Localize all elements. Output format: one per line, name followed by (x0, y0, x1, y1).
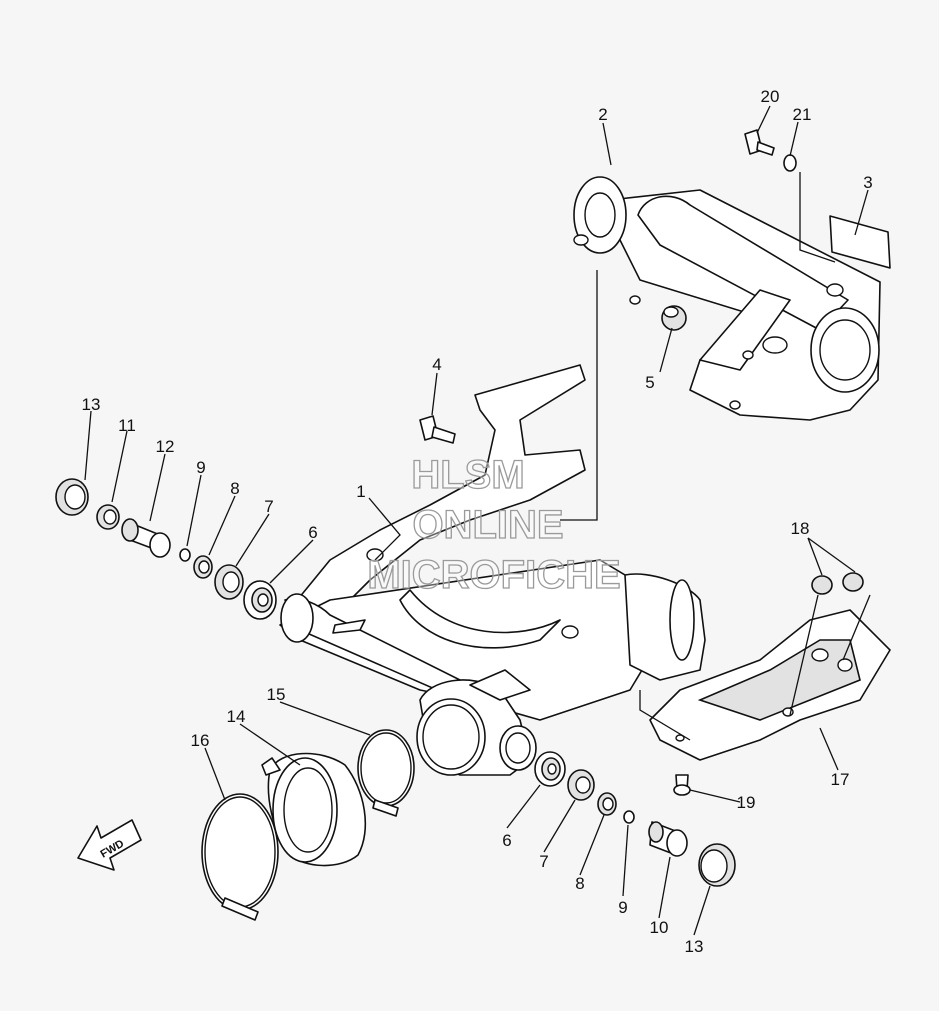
part-bearing-6-left[interactable] (243, 580, 277, 620)
callout-19[interactable]: 19 (737, 793, 756, 812)
callout-labels: 2 20 21 3 4 5 1 13 11 12 9 8 7 6 18 15 1… (82, 87, 873, 956)
part-bolt-4[interactable] (419, 415, 456, 444)
part-label-plate[interactable] (829, 215, 891, 269)
part-swing-arm[interactable] (279, 364, 706, 721)
callout-7-left[interactable]: 7 (264, 497, 273, 516)
callout-9-left[interactable]: 9 (196, 458, 205, 477)
callout-20[interactable]: 20 (761, 87, 780, 106)
part-grommet-18[interactable] (811, 572, 864, 595)
callout-12[interactable]: 12 (156, 437, 175, 456)
part-boot-14[interactable] (261, 752, 367, 867)
callout-8-right[interactable]: 8 (575, 874, 584, 893)
part-seal-7-left[interactable] (214, 564, 244, 600)
part-shaft-10[interactable] (648, 821, 688, 857)
watermark-line-2: ONLINE (412, 503, 563, 547)
callout-21[interactable]: 21 (793, 105, 812, 124)
callout-9-right[interactable]: 9 (618, 898, 627, 917)
part-ring-9-left[interactable] (179, 548, 191, 562)
watermark-line-1: HLSM (411, 453, 524, 497)
part-band-16[interactable] (201, 793, 279, 921)
callout-1[interactable]: 1 (356, 482, 365, 501)
watermark-line-3: MICROFICHE (367, 553, 620, 597)
part-band-15[interactable] (357, 729, 415, 817)
part-ring-9-right[interactable] (623, 810, 635, 824)
callout-6-right[interactable]: 6 (502, 831, 511, 850)
callout-18[interactable]: 18 (791, 519, 810, 538)
callout-10[interactable]: 10 (650, 918, 669, 937)
callout-3[interactable]: 3 (863, 173, 872, 192)
callout-16[interactable]: 16 (191, 731, 210, 750)
part-collar-11[interactable] (96, 504, 120, 530)
part-cap-13-right[interactable] (698, 843, 736, 887)
callout-13-left[interactable]: 13 (82, 395, 101, 414)
part-shaft-12[interactable] (121, 518, 171, 558)
part-seal-7-right[interactable] (567, 769, 595, 801)
leader-lines (84, 105, 871, 936)
part-swing-arm-flange[interactable] (416, 669, 537, 776)
callout-2[interactable]: 2 (598, 105, 607, 124)
part-rear-axle-housing[interactable] (573, 176, 881, 421)
watermark: HLSM ONLINE MICROFICHE (367, 452, 622, 597)
part-cap-13-left[interactable] (55, 478, 89, 516)
callout-17[interactable]: 17 (831, 770, 850, 789)
part-seal-8-right[interactable] (597, 792, 617, 816)
part-screw-19[interactable] (673, 774, 691, 796)
part-bolt-20[interactable] (744, 129, 775, 156)
callout-5[interactable]: 5 (645, 373, 654, 392)
forward-direction-arrow: FWD (77, 819, 142, 871)
part-bushing-5[interactable] (661, 305, 687, 331)
callout-4[interactable]: 4 (432, 355, 441, 374)
part-seal-8-left[interactable] (193, 555, 213, 579)
callout-11[interactable]: 11 (118, 416, 136, 435)
callout-6-left[interactable]: 6 (308, 523, 317, 542)
callout-13-right[interactable]: 13 (685, 937, 704, 956)
callout-14[interactable]: 14 (227, 707, 246, 726)
part-washer-21[interactable] (783, 154, 797, 172)
part-bearing-6-right[interactable] (534, 751, 566, 787)
callout-8-left[interactable]: 8 (230, 479, 239, 498)
callout-15[interactable]: 15 (267, 685, 286, 704)
callout-7-right[interactable]: 7 (539, 852, 548, 871)
